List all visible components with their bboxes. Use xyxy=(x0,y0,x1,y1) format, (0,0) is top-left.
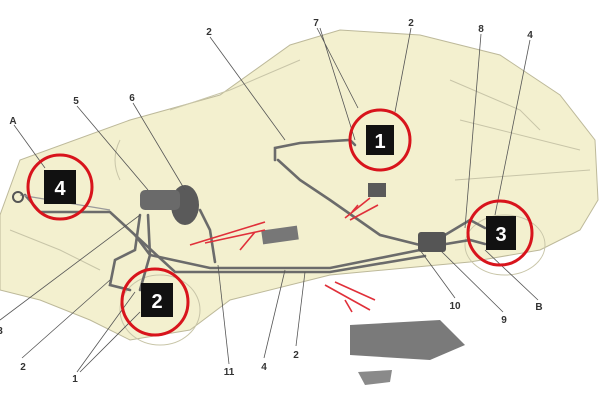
svg-text:2: 2 xyxy=(151,291,162,313)
brake-components xyxy=(12,183,465,385)
svg-text:3: 3 xyxy=(495,224,506,246)
callout-11: 11 xyxy=(224,367,235,378)
callout-3-left: 3 xyxy=(0,326,3,337)
callout-2-bottom: 2 xyxy=(293,350,299,361)
callout-labels: A 5 6 2 7 2 8 4 3 2 1 11 4 2 10 9 B xyxy=(0,18,543,385)
callout-5: 5 xyxy=(73,96,79,107)
callout-2-top-right: 2 xyxy=(408,18,414,29)
svg-text:1: 1 xyxy=(374,131,385,153)
brake-pipes xyxy=(19,138,487,292)
callout-2-left: 2 xyxy=(20,362,26,373)
callout-1: 1 xyxy=(72,374,78,385)
callout-8: 8 xyxy=(478,24,484,35)
badge-4: 4 xyxy=(26,153,94,221)
callout-4-bottom: 4 xyxy=(261,362,267,373)
mounting-bracket xyxy=(261,225,299,245)
badge-2: 2 xyxy=(120,267,190,337)
car-body-silhouette xyxy=(0,29,599,341)
pressure-regulator xyxy=(418,232,446,252)
bracket-plate xyxy=(350,320,465,360)
leader-lines xyxy=(0,27,539,373)
callout-B: B xyxy=(535,302,542,313)
callout-9: 9 xyxy=(501,315,507,326)
car-body-details xyxy=(9,59,591,346)
callout-2-top: 2 xyxy=(206,27,212,38)
callout-6: 6 xyxy=(129,93,135,104)
master-cylinder xyxy=(140,190,180,210)
callout-7: 7 xyxy=(313,18,319,29)
small-bracket xyxy=(358,370,392,385)
callout-4-top: 4 xyxy=(527,30,533,41)
badge-1: 1 xyxy=(348,108,412,172)
badge-3: 3 xyxy=(466,199,534,267)
red-pointers xyxy=(189,197,379,313)
callout-A: A xyxy=(9,116,16,127)
pressure-switch xyxy=(368,183,386,197)
svg-text:4: 4 xyxy=(54,178,66,200)
callout-10: 10 xyxy=(449,301,461,312)
